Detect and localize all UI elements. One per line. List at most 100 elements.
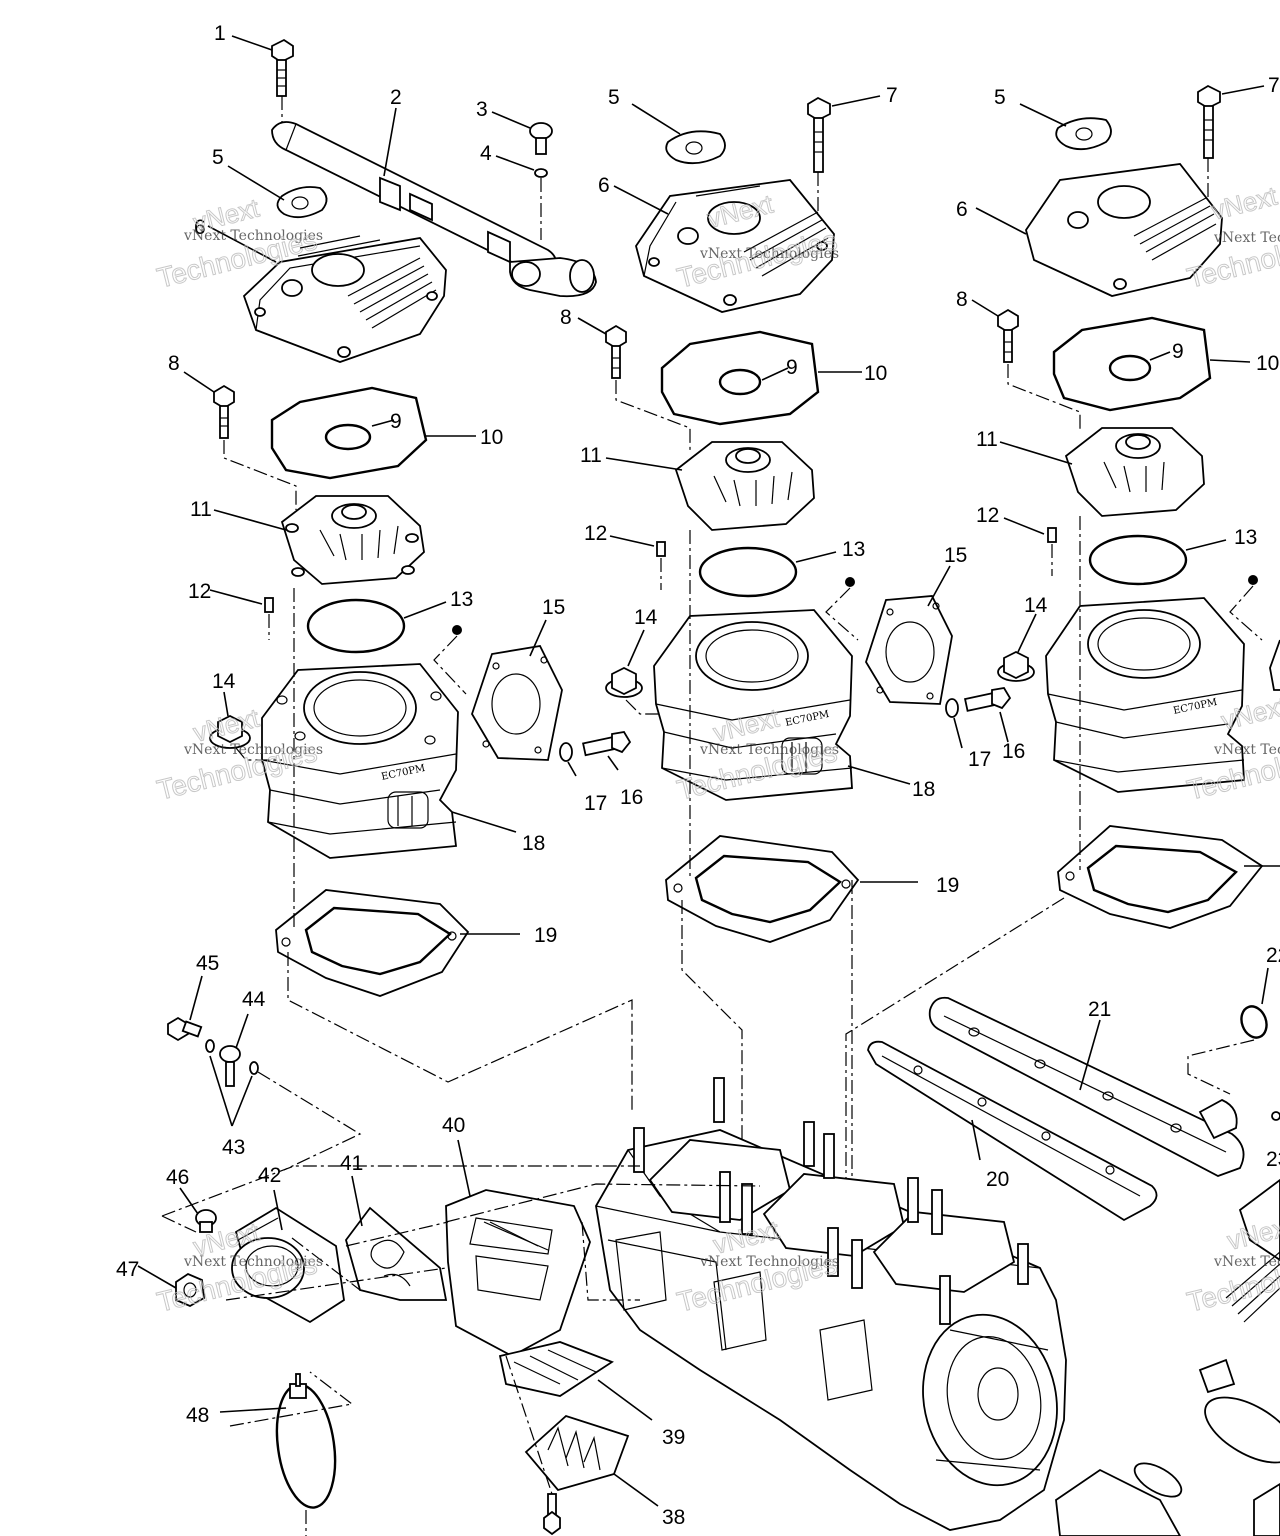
callout-19: 19 [936,874,959,897]
cylinder-head-11 [674,441,815,531]
base-gasket-19 [665,835,860,943]
callout-17: 17 [584,792,607,815]
callout-47: 47 [116,1258,139,1281]
callout-23: 23 [1266,1148,1280,1171]
cylinder-18: EC70PM [261,663,459,859]
gasket-5 [665,130,726,165]
callout-46: 46 [166,1166,189,1189]
callout-7: 7 [886,84,898,107]
washer-43b [249,1061,259,1075]
exhaust-gasket-15 [471,645,563,761]
callout-10: 10 [864,362,887,385]
callout-21: 21 [1088,998,1111,1021]
cylinder-head-cover-6 [1025,163,1223,297]
crankcase-body [595,1077,1067,1531]
callout-14: 14 [634,606,658,629]
bolt-8 [213,384,235,439]
callout-13: 13 [842,538,865,561]
callout-16: 16 [1002,740,1025,763]
cylinder-head-cover-6 [242,235,447,363]
fitting-23 [1271,1111,1280,1121]
callout-39: 39 [662,1426,685,1449]
callout-48: 48 [186,1404,209,1427]
callout-43: 43 [222,1136,245,1159]
watermark-group-mid-left: vNext vNext Technologies Technologies [153,702,323,806]
callout-16: 16 [620,786,643,809]
washer-17 [945,698,959,718]
callout-11: 11 [976,428,998,451]
callout-9: 9 [786,356,798,379]
screw-3 [529,122,553,155]
callout-18: 18 [522,832,545,855]
callout-6: 6 [194,216,206,239]
callout-3: 3 [476,98,488,121]
cylinder-head-cover-6 [635,179,835,313]
reed-petal-39 [498,1341,614,1397]
callout-11: 11 [190,498,212,521]
fitting-44 [219,1045,241,1087]
gasket-5 [276,186,328,219]
nut-14 [997,650,1035,682]
callout-7: 7 [1268,74,1280,97]
exhaust-gasket-15 [865,595,953,705]
water-manifold-2 [271,121,597,298]
plug-46 [195,1209,217,1233]
callout-labels: 1 2 3 4 5 6 8 9 10 11 12 13 15 14 17 16 … [116,22,1280,1529]
callout-5: 5 [212,146,224,169]
marker-dot [845,577,855,587]
o-ring-22 [1240,1005,1268,1039]
callout-1: 1 [214,22,226,45]
gasket-5 [1055,117,1112,151]
callout-20: 20 [986,1168,1009,1191]
o-ring-13 [698,546,798,598]
dowel-12 [264,597,274,613]
callout-9: 9 [390,410,402,433]
callout-2: 2 [390,86,402,109]
bolt-1 [271,38,294,97]
callout-40: 40 [442,1114,465,1137]
o-ring-13 [306,598,406,654]
callout-19: 19 [534,924,557,947]
leader-lines [137,35,1280,1507]
watermark-line: vNext Technologies [699,246,839,262]
callout-15: 15 [944,544,967,567]
left-cylinder-assembly: EC70PM [209,38,633,1110]
watermark-line: vNext Technologies [1213,1254,1280,1270]
cylinder-18: EC70PM [1045,597,1245,793]
callout-45: 45 [196,952,219,975]
marker-dot [452,625,462,635]
callout-42: 42 [258,1164,281,1187]
callout-22: 22 [1266,944,1280,967]
callout-18: 18 [912,778,935,801]
cylinder-head-11 [1064,427,1205,517]
base-gasket-19 [1057,825,1264,929]
washer-4 [534,168,548,178]
o-ring-9 [324,423,372,451]
callout-8: 8 [956,288,968,311]
gasket-20 [867,1040,1158,1222]
callout-4: 4 [480,142,492,165]
dowel-12 [1047,527,1057,543]
watermark-line: vNext Technologies [183,228,323,244]
callout-12: 12 [188,580,211,603]
crankcase-assembly [161,996,1280,1536]
callout-13: 13 [1234,526,1257,549]
reed-stop-38 [524,1414,630,1492]
callout-9: 9 [1172,340,1184,363]
hose-clamp-48 [275,1373,337,1509]
callout-14: 14 [212,670,236,693]
starter-partial [1055,1178,1280,1536]
callout-17: 17 [968,748,991,771]
callout-5: 5 [994,86,1006,109]
gasket-10 [270,386,428,480]
o-ring-13 [1088,534,1188,586]
callout-38: 38 [662,1506,685,1529]
bolt-16 [582,731,632,757]
callout-8: 8 [560,306,572,329]
callout-6: 6 [956,198,968,221]
callout-11: 11 [580,444,602,467]
base-gasket-19 [275,889,470,997]
watermark-line: vNext Technologies [699,1254,839,1270]
callout-8: 8 [168,352,180,375]
